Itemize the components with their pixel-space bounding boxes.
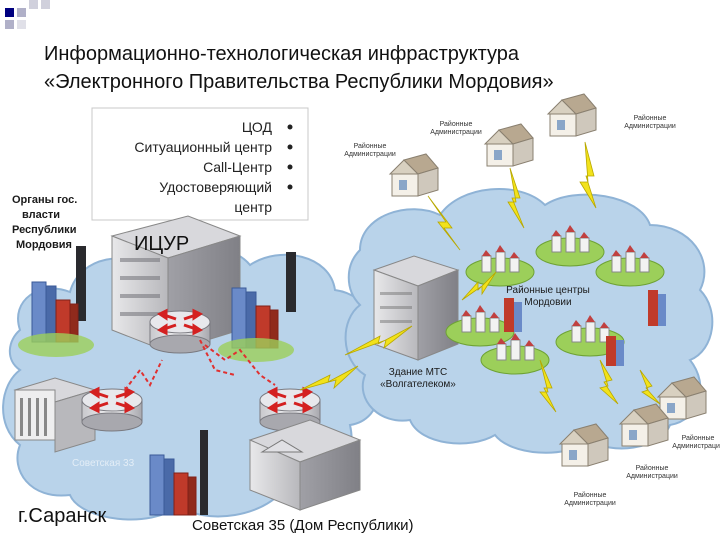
- svg-text:Республики: Республики: [12, 224, 76, 236]
- right-cloud: [344, 188, 714, 454]
- svg-text:Администрации: Администрации: [624, 123, 676, 130]
- service-call-center: Call-Центр: [203, 159, 272, 175]
- antenna-pole: [76, 246, 86, 321]
- icur-label: ИЦУР: [134, 233, 189, 255]
- organs-label: Органы гос. власти Республики Мордовия: [12, 194, 77, 251]
- district-admin-house: [389, 153, 439, 197]
- mts-label: Здание МТС: [389, 367, 448, 378]
- router-left: [80, 387, 144, 433]
- saransk-label: г.Саранск: [18, 505, 106, 527]
- faded-label: Советская 33: [72, 458, 135, 469]
- svg-text:Администрации: Администрации: [626, 473, 678, 480]
- decorative-squares: [5, 0, 50, 29]
- svg-text:Органы гос.: Органы гос.: [12, 194, 77, 206]
- sovetskaya-label: Советская 35 (Дом Республики): [192, 517, 414, 534]
- svg-text:Районные: Районные: [354, 142, 387, 150]
- antenna-pole: [200, 430, 208, 515]
- svg-text:Администрации: Администрации: [344, 151, 396, 158]
- district-towers: [504, 290, 666, 366]
- svg-text:Районные: Районные: [682, 434, 715, 442]
- lightning-links: [299, 141, 661, 413]
- service-situation-center: Ситуационный центр: [134, 139, 272, 155]
- house-of-republic-building: [248, 419, 362, 511]
- slide-title: Информационно-технологическая инфраструк…: [44, 40, 704, 96]
- services-panel: ЦОД Ситуационный центр Call-Центр Удосто…: [91, 107, 309, 221]
- green-patch: [18, 333, 94, 357]
- svg-text:Администрации: Администрации: [564, 500, 616, 507]
- svg-text:власти: власти: [22, 209, 60, 221]
- district-centers-label: Районные центры: [506, 285, 590, 296]
- router-icur: [148, 309, 212, 355]
- title-line-2: «Электронного Правительства Республики М…: [44, 71, 554, 93]
- bullet-icons: [287, 124, 293, 190]
- antenna-pole: [286, 252, 296, 312]
- district-admin-house: [547, 93, 597, 137]
- mts-label-line2: «Волгателеком»: [380, 379, 456, 390]
- service-certification-line2: центр: [234, 199, 272, 215]
- district-admin-house: [484, 123, 534, 167]
- svg-text:Администрации: Администрации: [430, 129, 482, 136]
- district-centers-label-line2: Мордовии: [524, 297, 571, 308]
- title-line-1: Информационно-технологическая инфраструк…: [44, 43, 520, 65]
- classic-building-left: [13, 377, 97, 453]
- svg-text:Районные: Районные: [574, 491, 607, 499]
- svg-text:Районные: Районные: [634, 114, 667, 122]
- svg-text:Районные: Районные: [636, 464, 669, 472]
- green-patch: [218, 338, 294, 362]
- service-certification: Удостоверяющий: [159, 179, 272, 195]
- service-tsod: ЦОД: [242, 119, 273, 135]
- svg-text:Администрации: Администрации: [672, 443, 720, 450]
- svg-text:Мордовия: Мордовия: [16, 239, 72, 251]
- wireless-links: [124, 339, 276, 391]
- svg-text:Районные: Районные: [440, 120, 473, 128]
